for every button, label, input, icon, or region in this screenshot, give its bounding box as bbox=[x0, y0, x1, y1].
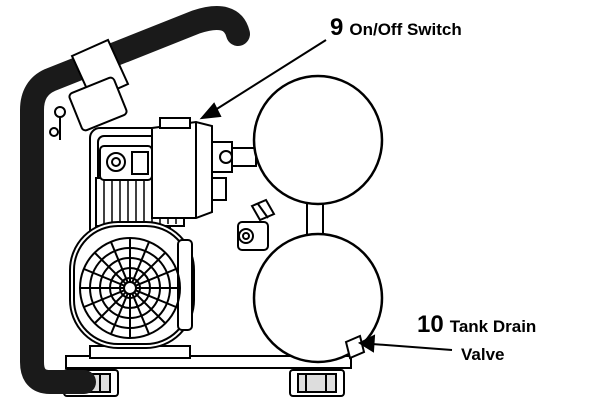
callout-number: 9 bbox=[330, 14, 344, 41]
pump-head bbox=[99, 145, 153, 181]
right-foot bbox=[289, 369, 345, 397]
callout-number: 10 bbox=[417, 311, 444, 338]
outlet-fittings bbox=[211, 141, 257, 201]
callout-label: On/Off Switch bbox=[349, 20, 462, 39]
fan-grille bbox=[79, 237, 181, 339]
safety-valve bbox=[237, 198, 276, 251]
on-off-switch bbox=[151, 117, 213, 219]
fan-hub bbox=[123, 281, 137, 295]
handle-bracket bbox=[49, 106, 66, 137]
callout-label: Tank Drain bbox=[449, 317, 537, 336]
callout-on-off-switch: 9 On/Off Switch bbox=[330, 16, 462, 40]
tank-drain-valve bbox=[344, 334, 366, 360]
upper-tank bbox=[252, 74, 384, 206]
base-plate bbox=[65, 345, 352, 369]
callout-label-line2: Valve bbox=[461, 345, 505, 364]
callout-9-arrow bbox=[199, 39, 327, 120]
carry-handle bbox=[20, 6, 250, 394]
handle-grip bbox=[59, 38, 130, 140]
lower-tank bbox=[252, 232, 384, 364]
callout-10-arrow bbox=[357, 334, 453, 353]
callout-tank-drain-valve: 10 Tank Drain bbox=[417, 313, 536, 337]
